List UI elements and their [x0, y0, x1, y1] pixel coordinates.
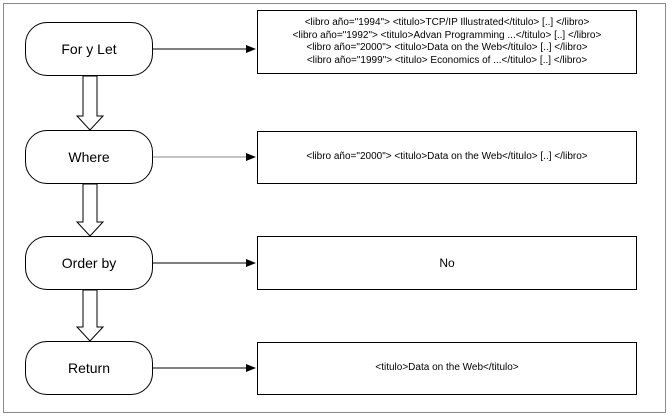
result-return: <titulo>Data on the Web</titulo>	[257, 342, 637, 395]
stage-for-let: For y Let	[25, 22, 153, 76]
stage-for-let-label: For y Let	[61, 41, 117, 57]
result-for-let-line: <libro año="1994"> <titulo>TCP/IP Illust…	[304, 17, 590, 28]
stage-where-label: Where	[68, 149, 110, 165]
result-for-let: <libro año="1994"> <titulo>TCP/IP Illust…	[257, 10, 637, 74]
stage-order-by: Order by	[25, 236, 153, 290]
flow-arrow-3	[75, 289, 105, 342]
result-where-text: <libro año="2000"> <titulo>Data on the W…	[306, 151, 588, 163]
result-return-text: <titulo>Data on the Web</titulo>	[375, 362, 519, 374]
result-for-let-line: <libro año="1999"> <titulo> Economics of…	[306, 54, 588, 66]
result-order-by: No	[257, 236, 637, 290]
result-for-let-line: <libro año="2000"> <titulo>Data on the W…	[306, 42, 588, 53]
stage-order-by-label: Order by	[61, 255, 117, 271]
result-order-by-text: No	[439, 255, 455, 270]
flow-arrow-1	[75, 75, 105, 131]
stage-return: Return	[25, 341, 153, 395]
stage-where: Where	[25, 130, 153, 184]
stage-return-label: Return	[67, 360, 111, 376]
flow-arrow-2	[75, 183, 105, 237]
result-where: <libro año="2000"> <titulo>Data on the W…	[257, 131, 637, 184]
result-for-let-line: <libro año="1992"> <titulo>Advan Program…	[292, 29, 602, 41]
